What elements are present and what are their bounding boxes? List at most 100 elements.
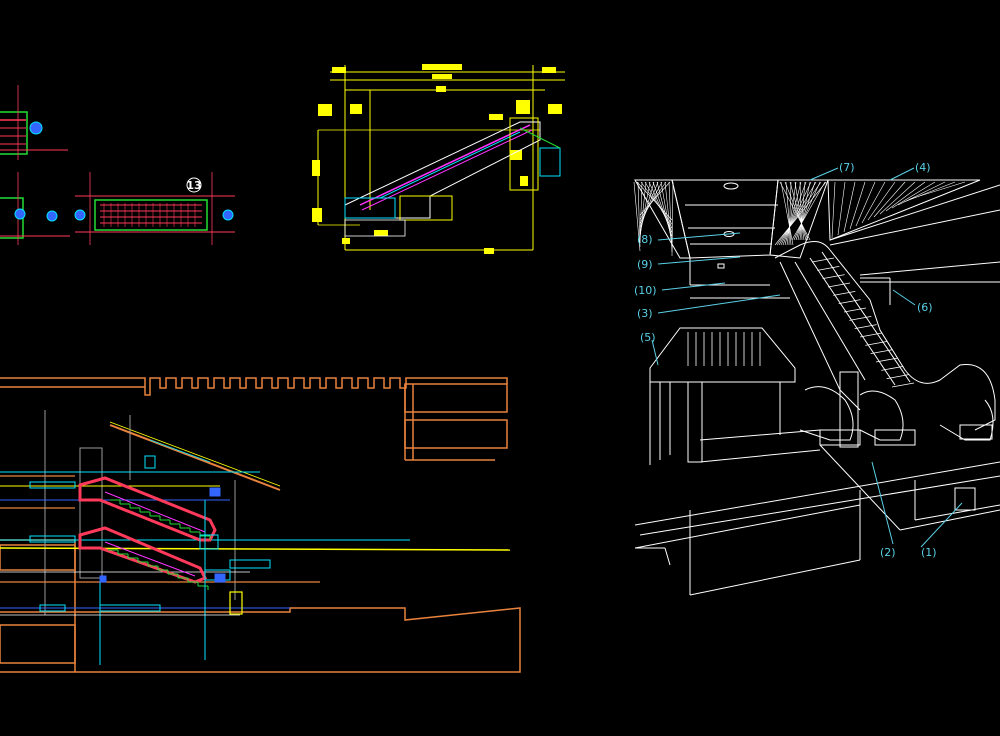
callout-leaders xyxy=(651,167,963,548)
hatch-line xyxy=(909,181,966,200)
leader-c9 xyxy=(657,256,741,265)
section-beam-box xyxy=(404,419,508,449)
plan-marker xyxy=(74,209,86,221)
ceiling-panel xyxy=(671,179,779,259)
escalator-steps xyxy=(811,257,915,388)
hatch-line xyxy=(779,181,811,241)
hatch-line xyxy=(849,181,866,230)
railing-balusters xyxy=(687,332,761,366)
escalator-inner-balustrade xyxy=(779,261,861,411)
hatch-line xyxy=(668,181,673,253)
hatch-line xyxy=(873,181,906,218)
floor-edge xyxy=(639,475,1000,536)
level-line xyxy=(0,547,511,551)
escalator-step xyxy=(891,382,915,388)
escalator-elevation xyxy=(312,64,565,254)
ceiling-sign xyxy=(717,263,725,269)
plan-detail: 13 xyxy=(0,85,235,245)
plan-marker xyxy=(14,208,26,220)
escalator-step xyxy=(843,307,867,313)
leader-c5 xyxy=(651,339,659,366)
hatch-line xyxy=(639,181,643,244)
escalator-upper-detail xyxy=(539,147,561,177)
plan-marker xyxy=(29,121,43,135)
railing-post-large xyxy=(687,381,703,463)
section-blue-details xyxy=(99,487,226,583)
escalator-upper-support xyxy=(509,117,539,191)
ceiling-beam-hatch xyxy=(633,181,674,257)
hatch-line xyxy=(799,181,803,241)
leader-c6 xyxy=(892,289,916,306)
hatch-line xyxy=(789,181,807,241)
hatch-line xyxy=(784,181,809,241)
ceiling-edge xyxy=(829,184,1000,241)
plan-marker xyxy=(222,209,234,221)
escalator-perspective xyxy=(633,179,1000,596)
plan-escalator-steps xyxy=(100,203,202,227)
escalator-step xyxy=(875,357,899,363)
hatch-line xyxy=(795,181,816,241)
leader-c3 xyxy=(657,294,781,314)
ceiling-edge xyxy=(829,209,1000,246)
escalator-comb-plate xyxy=(874,429,916,446)
hatch-line xyxy=(660,181,673,245)
plan-marker xyxy=(46,210,58,222)
callout-4: (4) xyxy=(915,161,931,174)
escalator-step xyxy=(870,349,893,355)
hatch-line xyxy=(639,181,647,240)
hatch-line xyxy=(861,181,886,224)
hatch-line xyxy=(843,181,856,233)
callout-2: (2) xyxy=(880,546,896,559)
section-canopy xyxy=(109,424,281,491)
hatch-line xyxy=(799,181,806,241)
escalator-step xyxy=(865,340,888,346)
hatch-line xyxy=(797,181,811,241)
hatch-line xyxy=(831,181,836,239)
hatch-line xyxy=(640,181,673,225)
floor-pit-bottom xyxy=(689,559,861,596)
plan-escalator-outline xyxy=(94,199,208,231)
dim-markers xyxy=(312,64,562,254)
hatch-line xyxy=(885,181,926,212)
leader-c1 xyxy=(920,502,963,548)
hatch-line xyxy=(903,181,956,203)
escalator-step xyxy=(849,315,872,321)
escalator-step xyxy=(859,332,883,338)
callout-9: (9) xyxy=(637,258,653,271)
floor-pit-diagonal xyxy=(819,444,901,531)
section-canopy xyxy=(109,421,281,487)
callout-1: (1) xyxy=(921,546,937,559)
escalator-upper-leader xyxy=(519,127,561,149)
section-roof-outline xyxy=(0,377,508,396)
escalator-step xyxy=(854,324,877,330)
building-section xyxy=(0,377,521,673)
section-column-grey xyxy=(79,447,103,579)
escalator-step-edge xyxy=(809,257,896,386)
section-beam-box xyxy=(404,383,508,413)
floor-edge xyxy=(634,504,861,549)
section-stair-treads xyxy=(108,499,211,590)
floor-pit-bottom xyxy=(914,504,1000,521)
leader-c2 xyxy=(871,461,894,545)
escalator-inner-rail xyxy=(104,491,206,533)
hatch-line xyxy=(837,181,846,236)
ceiling-wall-hatch xyxy=(831,181,966,239)
railing-floor xyxy=(699,449,821,463)
hatch-line xyxy=(782,181,807,246)
hatch-line xyxy=(784,181,802,246)
hatch-line xyxy=(879,181,916,215)
escalator-newel xyxy=(939,399,994,441)
escalator-step xyxy=(881,365,904,371)
hatch-line xyxy=(778,181,817,246)
escalator-step xyxy=(827,282,851,288)
hatch-line xyxy=(855,181,876,227)
callout-5: (5) xyxy=(640,331,656,344)
escalator-handrail-line xyxy=(359,124,531,206)
leader-c8 xyxy=(657,232,741,241)
escalator-outer-balustrade xyxy=(774,240,996,431)
callout-6: (6) xyxy=(917,301,933,314)
callout-10: (10) xyxy=(634,284,657,297)
hatch-line xyxy=(633,181,641,252)
escalator-handrail-line xyxy=(361,129,533,211)
